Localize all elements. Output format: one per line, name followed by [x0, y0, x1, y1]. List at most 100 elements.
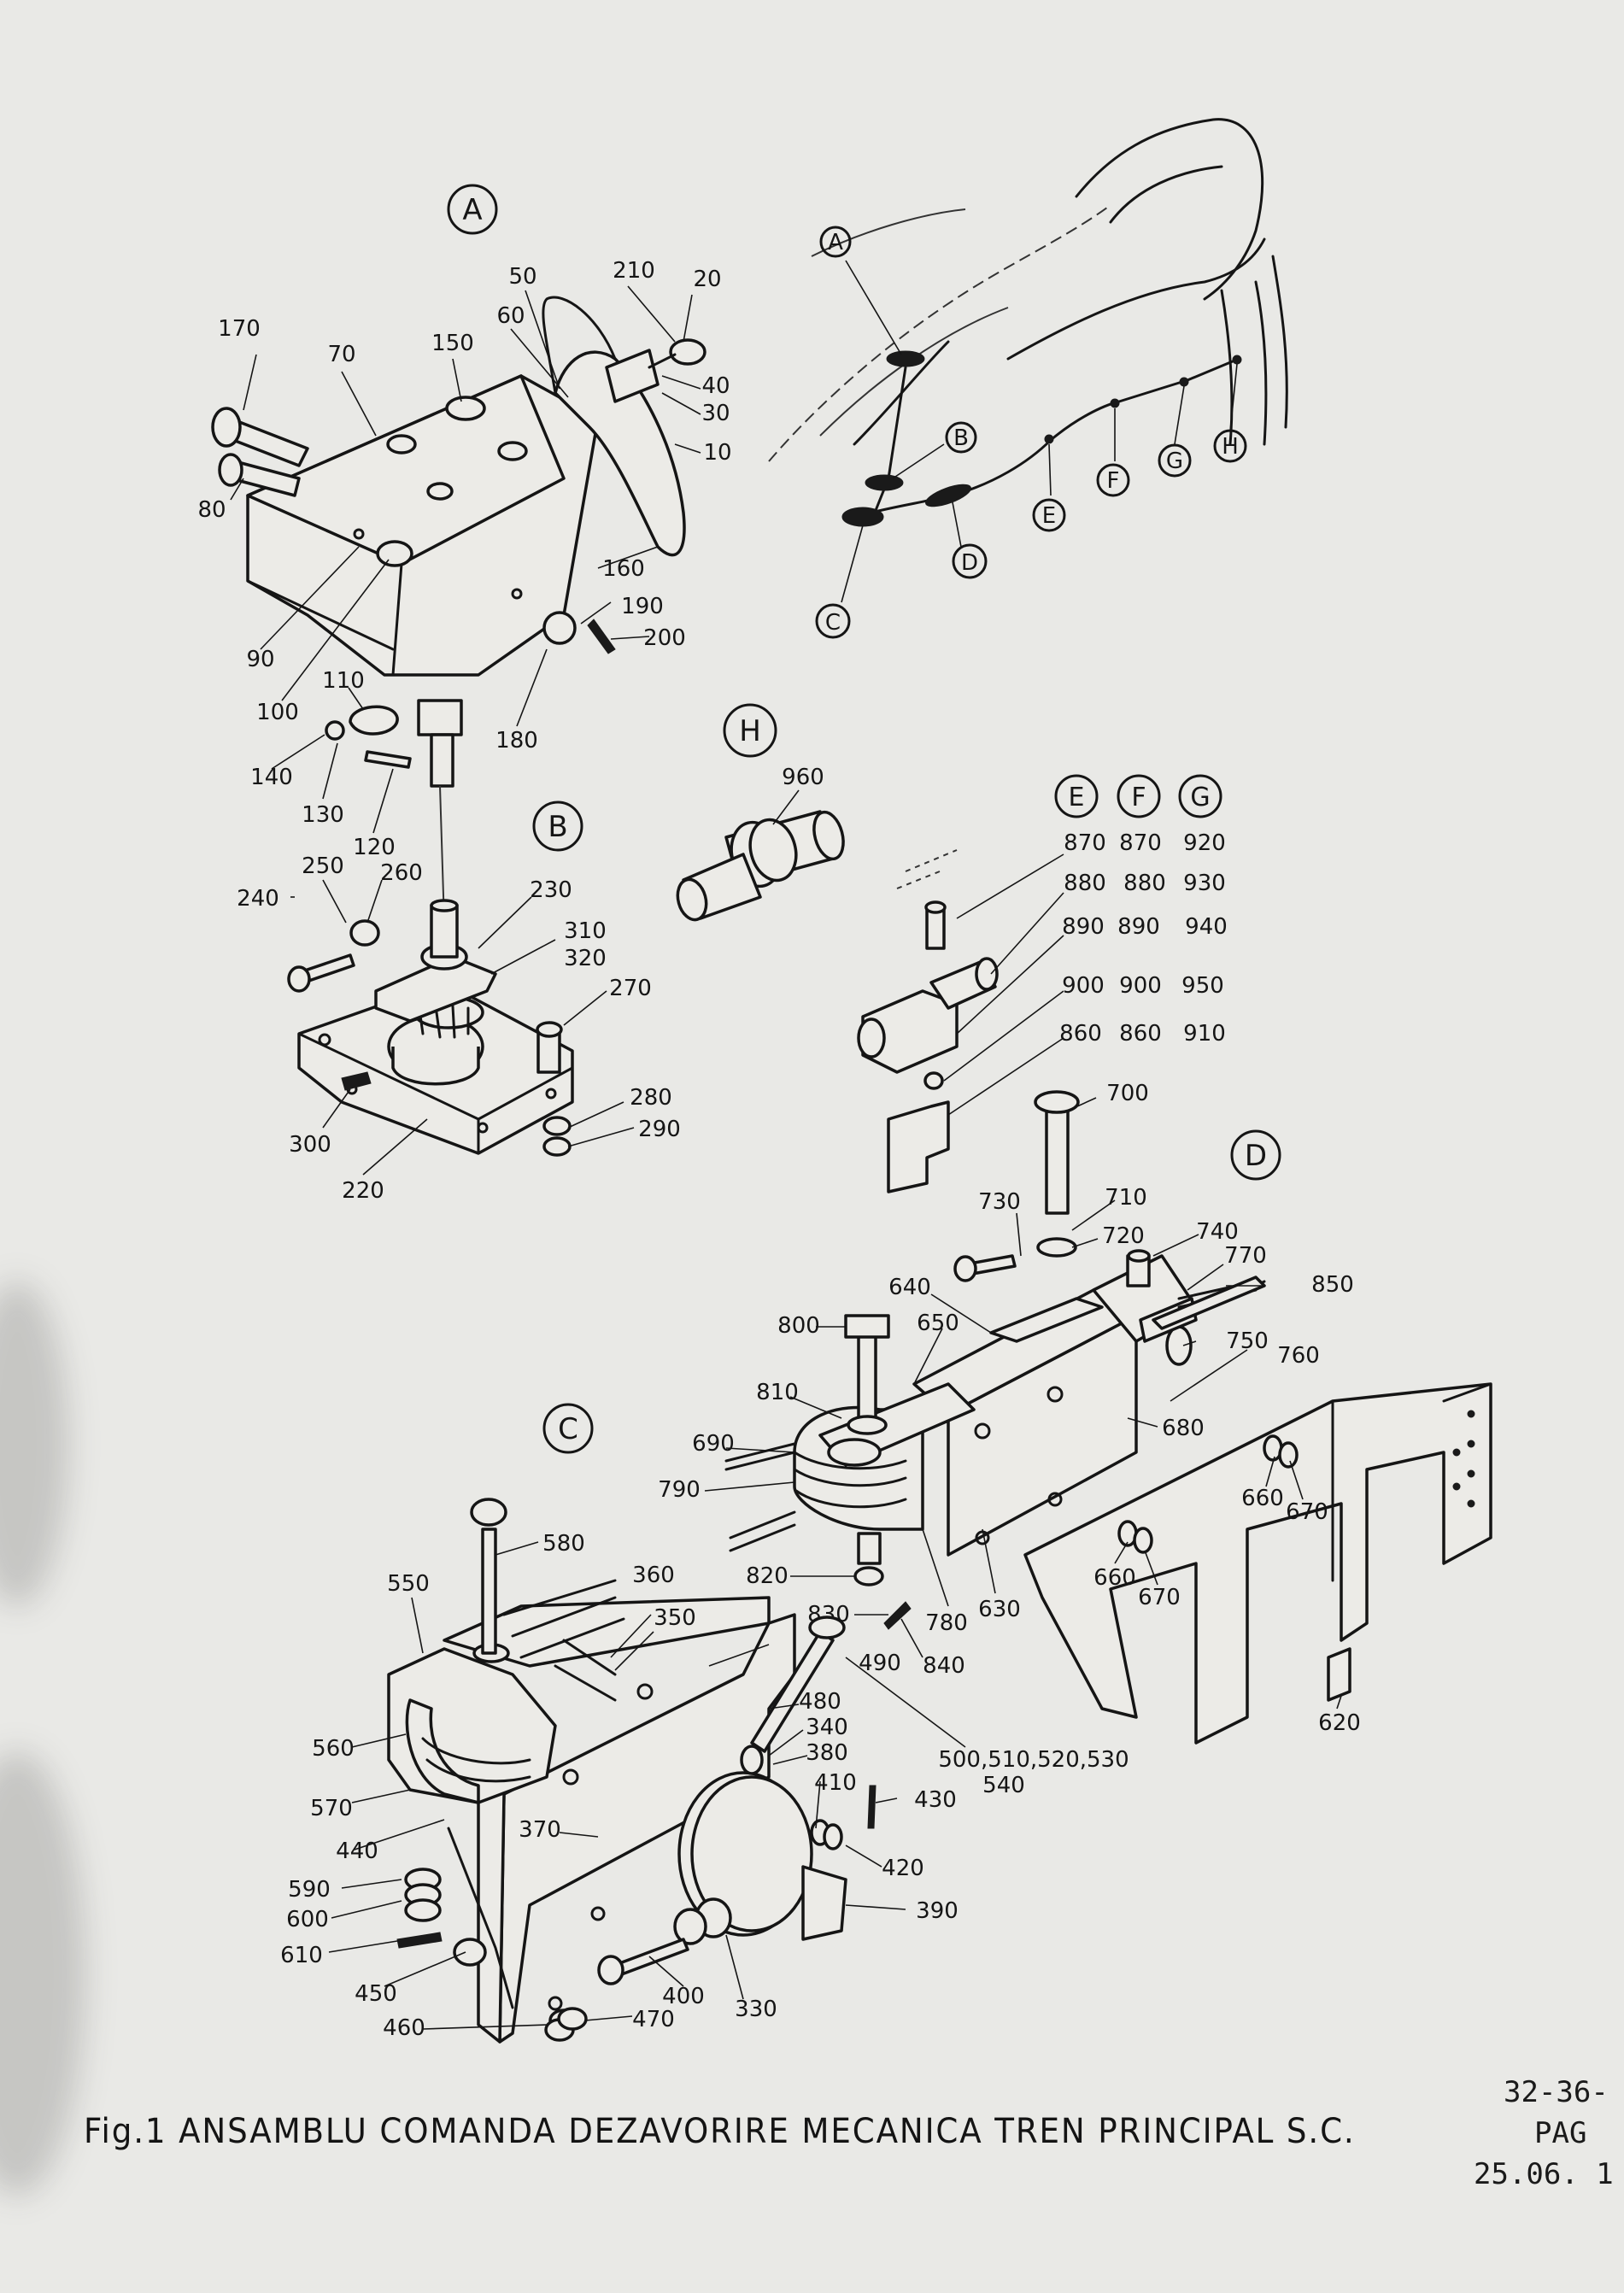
overview-label-e: E	[1042, 503, 1056, 529]
part-label-320: 320	[564, 946, 607, 971]
part-label-440: 440	[336, 1839, 378, 1864]
section-a-part-labels: 170 70 150 50 60 210 20 40 30 10 80 160 …	[197, 258, 731, 860]
part-label-810: 810	[756, 1380, 799, 1405]
part-label-840: 840	[923, 1653, 965, 1679]
document-number: 32-36-	[1504, 2075, 1609, 2109]
section-d-part-labels: 700 730 710 720 740 770 850 640 800 650 …	[658, 1081, 1361, 1736]
part-label-800: 800	[777, 1313, 820, 1339]
part-label-470: 470	[632, 2007, 675, 2032]
part-label-20: 20	[693, 267, 721, 292]
efg-cell: 870	[1064, 830, 1106, 856]
part-label-30: 30	[701, 401, 730, 426]
efg-cell: 900	[1062, 973, 1105, 999]
section-c-lever-assembly: C	[387, 1403, 876, 2044]
part-label-120: 120	[353, 835, 396, 860]
part-label-200: 200	[643, 625, 686, 651]
part-label-730: 730	[978, 1189, 1021, 1215]
section-b-leaders	[290, 879, 635, 1176]
part-label-350: 350	[654, 1605, 696, 1631]
part-label-680: 680	[1162, 1416, 1205, 1441]
part-label-640: 640	[888, 1275, 931, 1300]
part-label-460: 460	[383, 2015, 425, 2041]
part-label-450: 450	[355, 1981, 397, 2007]
part-label-700: 700	[1106, 1081, 1149, 1106]
efg-cell: 860	[1059, 1021, 1102, 1047]
part-label-210: 210	[613, 258, 655, 284]
document-page: PAG	[1534, 2116, 1587, 2150]
efg-cell: 890	[1062, 914, 1105, 940]
section-a-handle-box: A	[211, 184, 706, 924]
part-label-60: 60	[496, 303, 525, 329]
section-d-mechanism: D	[724, 1090, 1492, 1745]
overview-label-h: H	[1222, 434, 1239, 460]
part-label-610: 610	[280, 1943, 323, 1968]
part-label-820: 820	[746, 1563, 789, 1589]
efg-cell: 950	[1181, 973, 1224, 999]
part-label-140: 140	[250, 765, 293, 790]
part-label-300: 300	[289, 1132, 331, 1158]
part-label-740: 740	[1196, 1219, 1239, 1245]
efg-table: E F G 870 870 920 880 880 930 890 890 94…	[857, 774, 1228, 1193]
part-label-660: 660	[1093, 1565, 1136, 1591]
overview-label-a: A	[828, 230, 843, 255]
part-label-130: 130	[302, 802, 344, 828]
part-label-770: 770	[1224, 1243, 1267, 1269]
part-label-570: 570	[310, 1796, 353, 1821]
part-label-750: 750	[1226, 1328, 1269, 1354]
part-label-560: 560	[312, 1736, 355, 1762]
part-label-330: 330	[735, 1997, 777, 2022]
section-b-base-plate: B	[287, 800, 583, 1157]
part-label-180: 180	[495, 728, 538, 754]
part-label-580: 580	[542, 1531, 585, 1557]
part-label-590: 590	[288, 1877, 331, 1903]
part-label-670: 670	[1138, 1585, 1181, 1610]
efg-cell: 890	[1117, 914, 1160, 940]
part-label-370: 370	[519, 1817, 561, 1843]
part-label-500-510-520-530: 500,510,520,530	[938, 1747, 1129, 1773]
part-label-80: 80	[197, 497, 226, 523]
part-label-540: 540	[982, 1773, 1025, 1798]
overview-aircraft-outline	[768, 118, 1288, 462]
part-label-260: 260	[380, 860, 423, 886]
document-reference: 32-36- PAG 25.06. 1	[1474, 2072, 1623, 2195]
part-label-100: 100	[256, 700, 299, 725]
part-label-380: 380	[806, 1740, 848, 1766]
overview-label-b: B	[953, 425, 969, 451]
part-label-50: 50	[508, 264, 536, 290]
efg-cell: 940	[1185, 914, 1228, 940]
section-a-leaders	[230, 285, 701, 834]
part-label-10: 10	[703, 440, 731, 466]
part-label-660: 660	[1241, 1486, 1284, 1511]
overview-label-g: G	[1166, 449, 1183, 474]
section-d-label: D	[1245, 1139, 1267, 1173]
part-label-290: 290	[638, 1117, 681, 1142]
part-label-240: 240	[237, 886, 279, 912]
efg-cell: 880	[1123, 871, 1166, 896]
overview-cable-run	[841, 260, 1242, 603]
document-date: 25.06. 1	[1474, 2157, 1614, 2191]
part-label-390: 390	[916, 1898, 959, 1924]
part-label-430: 430	[914, 1787, 957, 1813]
part-label-600: 600	[286, 1907, 329, 1932]
efg-cell: 870	[1119, 830, 1162, 856]
part-label-110: 110	[322, 668, 365, 694]
figure-caption: Fig.1 ANSAMBLU COMANDA DEZAVORIRE MECANI…	[84, 2112, 1356, 2151]
part-label-150: 150	[431, 331, 474, 356]
efg-header-g: G	[1190, 783, 1210, 812]
part-label-220: 220	[342, 1178, 384, 1204]
part-label-550: 550	[387, 1571, 430, 1597]
part-label-690: 690	[692, 1431, 735, 1457]
part-label-250: 250	[302, 853, 344, 879]
efg-cell: 880	[1064, 871, 1106, 896]
part-label-40: 40	[701, 373, 730, 399]
efg-header-e: E	[1069, 783, 1085, 812]
efg-cell: 910	[1183, 1021, 1226, 1047]
efg-cell: 920	[1183, 830, 1226, 856]
efg-header-f: F	[1131, 783, 1146, 812]
part-label-630: 630	[978, 1597, 1021, 1622]
part-label-170: 170	[218, 316, 261, 342]
part-label-490: 490	[859, 1651, 901, 1676]
part-label-340: 340	[806, 1715, 848, 1740]
part-label-280: 280	[630, 1085, 672, 1111]
